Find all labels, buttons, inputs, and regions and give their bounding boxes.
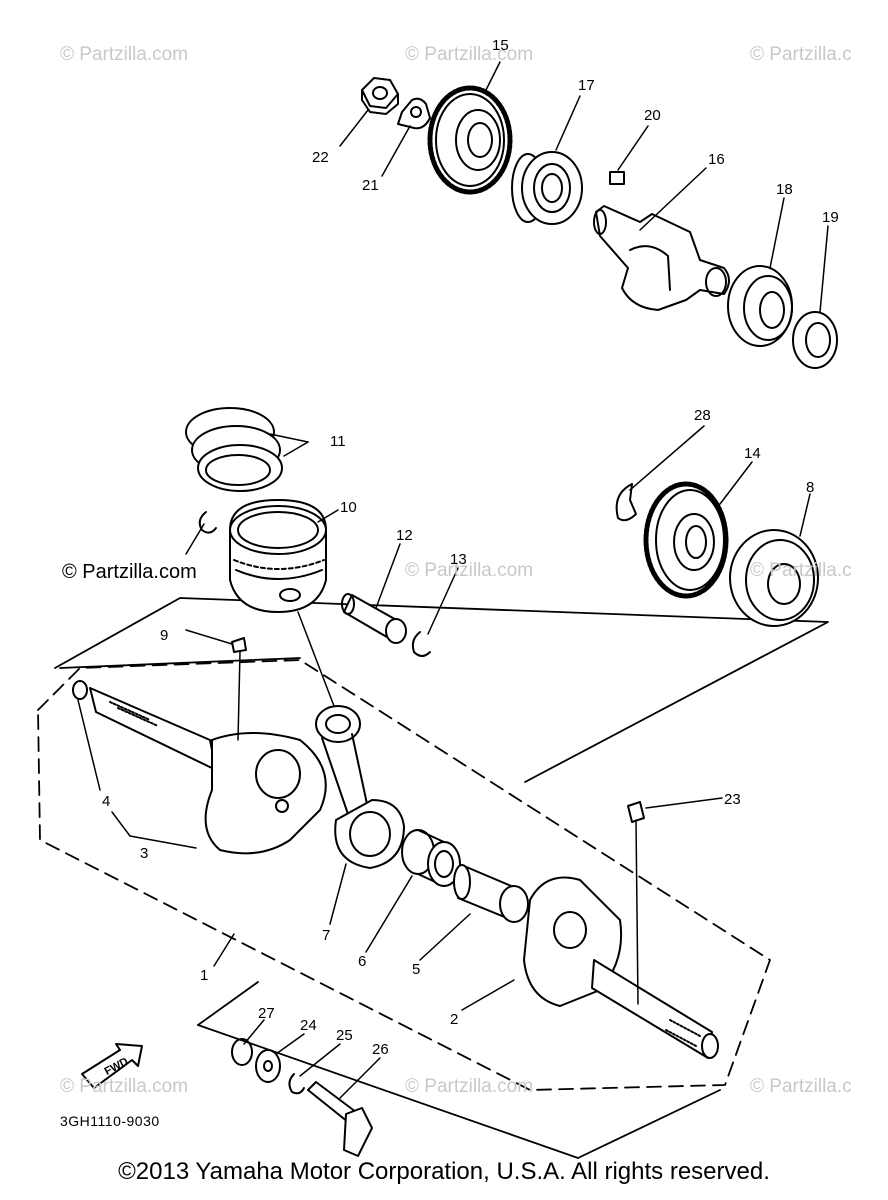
sub-assembly-outline <box>54 597 829 1159</box>
callout-21: 21 <box>362 177 379 194</box>
callout-7: 7 <box>322 927 330 944</box>
callout-15: 15 <box>492 37 509 54</box>
callout-1: 1 <box>200 967 208 984</box>
circlip-28 <box>615 483 637 522</box>
connecting-rod-7 <box>315 705 405 869</box>
lock-washer-21 <box>397 97 431 130</box>
crank-left-3 <box>72 680 327 855</box>
fwd-arrow-icon <box>81 1043 143 1089</box>
key-23 <box>627 801 645 823</box>
callout-17: 17 <box>578 77 595 94</box>
copyright-notice: ©2013 Yamaha Motor Corporation, U.S.A. A… <box>118 1158 770 1185</box>
callout-4: 4 <box>102 793 110 810</box>
callout-26: 26 <box>372 1041 389 1058</box>
callout-19: 19 <box>822 209 839 226</box>
oil-seal-19 <box>792 311 838 369</box>
piston-10 <box>229 499 327 613</box>
watermark-text: © Partzilla.c <box>750 560 852 581</box>
key-9 <box>231 637 247 653</box>
needle-bearing-6 <box>401 829 461 887</box>
piston-rings-11 <box>185 407 283 492</box>
callout-25: 25 <box>336 1027 353 1044</box>
callout-5: 5 <box>412 961 420 978</box>
nut-22 <box>361 77 399 115</box>
callout-9: 9 <box>160 627 168 644</box>
bearing-8 <box>729 529 819 627</box>
watermark-text: © Partzilla.com <box>60 44 188 65</box>
callout-18: 18 <box>776 181 793 198</box>
o-ring-27 <box>231 1038 253 1066</box>
circlip-left <box>198 511 217 534</box>
balancer-shaft-16 <box>593 205 730 311</box>
watermark-text: © Partzilla.c <box>750 1076 852 1097</box>
callout-2: 2 <box>450 1011 458 1028</box>
callout-13: 13 <box>450 551 467 568</box>
callout-16: 16 <box>708 151 725 168</box>
callout-23: 23 <box>724 791 741 808</box>
leader-lines <box>77 61 829 1099</box>
drive-gear-14 <box>643 481 729 599</box>
diagram-code: 3GH1110-9030 <box>60 1113 160 1129</box>
callout-6: 6 <box>358 953 366 970</box>
circlip-13 <box>411 631 431 657</box>
callout-27: 27 <box>258 1005 275 1022</box>
crank-pin-5 <box>453 864 529 923</box>
callout-8: 8 <box>806 479 814 496</box>
washer-24 <box>255 1049 281 1083</box>
callout-28: 28 <box>694 407 711 424</box>
watermark-text: © Partzilla.com <box>62 561 197 583</box>
lock-washer-25 <box>288 1073 305 1095</box>
balancer-gear-15 <box>427 85 513 195</box>
piston-pin-12 <box>341 593 407 644</box>
key-20 <box>609 171 625 185</box>
callout-10: 10 <box>340 499 357 516</box>
callout-20: 20 <box>644 107 661 124</box>
watermark-text: © Partzilla.com <box>405 44 533 65</box>
callout-22: 22 <box>312 149 329 166</box>
bearing-17 <box>511 151 583 225</box>
watermark-text: © Partzilla.com <box>405 1076 533 1097</box>
bolt-26 <box>307 1081 373 1157</box>
callout-12: 12 <box>396 527 413 544</box>
bearing-18 <box>727 265 793 347</box>
callout-24: 24 <box>300 1017 317 1034</box>
callout-14: 14 <box>744 445 761 462</box>
callout-3: 3 <box>140 845 148 862</box>
callout-11: 11 <box>330 433 346 450</box>
crank-right-2 <box>523 876 719 1059</box>
watermark-text: © Partzilla.com <box>405 560 533 581</box>
callout-labels: 1 2 3 4 5 6 7 8 9 10 11 12 13 14 15 16 1… <box>102 37 839 1058</box>
watermark-text: © Partzilla.com <box>60 1076 188 1097</box>
watermark-text: © Partzilla.c <box>750 44 852 65</box>
assembly-outline <box>37 659 771 1091</box>
